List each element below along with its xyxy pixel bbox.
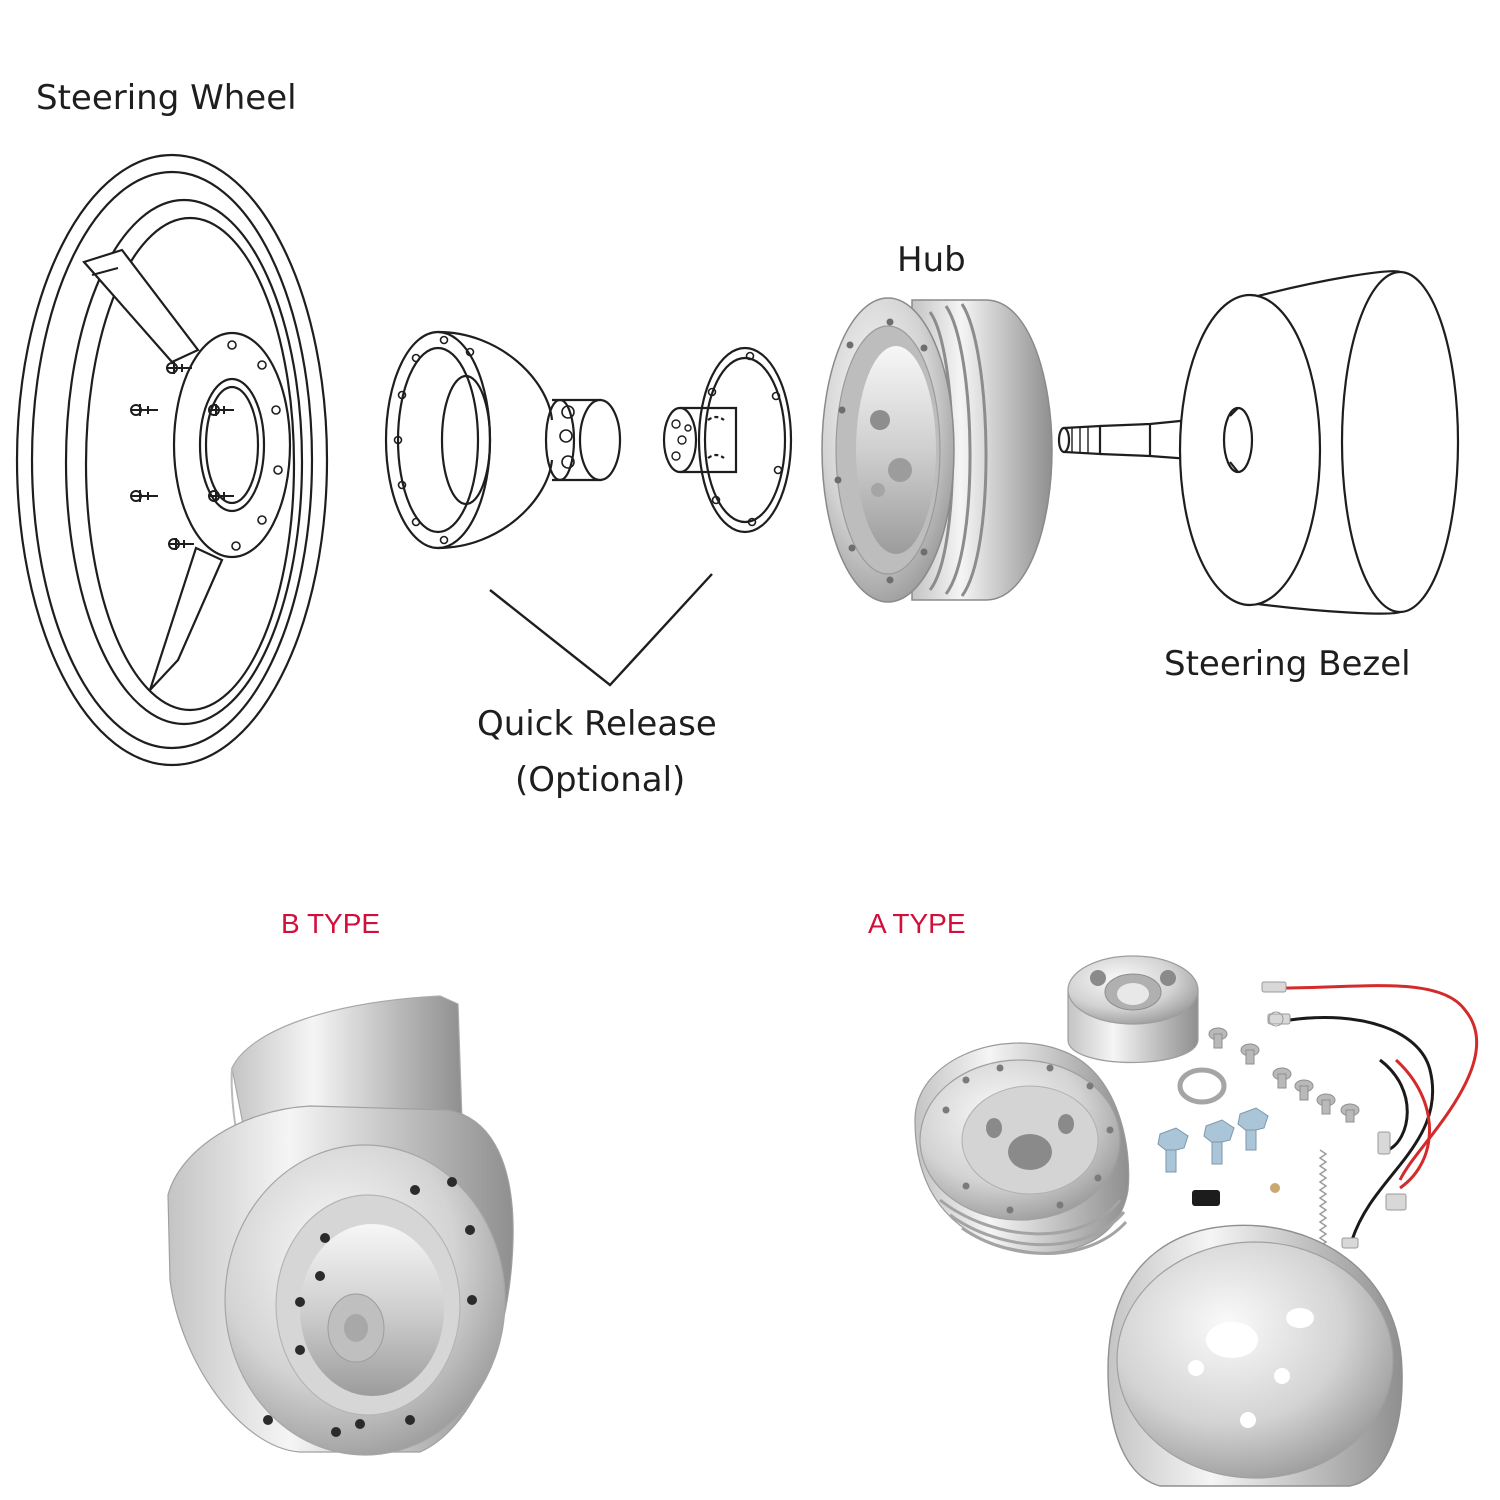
label-quick-release-optional: (Optional) xyxy=(515,760,686,800)
hub-render xyxy=(821,297,1053,603)
steering-bezel-drawing xyxy=(1057,270,1460,615)
label-quick-release: Quick Release xyxy=(477,704,717,744)
hub-plate-holes-icon xyxy=(227,340,283,551)
label-steering-wheel: Steering Wheel xyxy=(36,78,297,118)
a-type-black-wire xyxy=(1289,1016,1435,1241)
steering-wheel-drawing xyxy=(15,153,329,767)
a-type-spring xyxy=(1318,1149,1328,1255)
a-type-connector xyxy=(1192,1190,1220,1206)
label-b-type: B TYPE xyxy=(281,908,381,939)
b-type-hub-photo xyxy=(167,995,514,1456)
quick-release-bracket-icon xyxy=(489,573,713,687)
a-type-screws-icon xyxy=(1208,1027,1360,1123)
a-type-bolts-icon xyxy=(1157,1107,1269,1173)
label-steering-bezel: Steering Bezel xyxy=(1164,644,1411,684)
label-hub: Hub xyxy=(897,240,966,280)
a-type-kit-photo xyxy=(914,955,1479,1487)
quick-release-drawing xyxy=(384,330,793,687)
a-type-terminals-icon xyxy=(1261,981,1407,1249)
a-type-red-wire xyxy=(1284,984,1479,1181)
label-a-type: A TYPE xyxy=(868,908,966,939)
mounting-bolts-icon xyxy=(130,362,234,550)
a-type-snap-ring xyxy=(1177,1067,1227,1105)
